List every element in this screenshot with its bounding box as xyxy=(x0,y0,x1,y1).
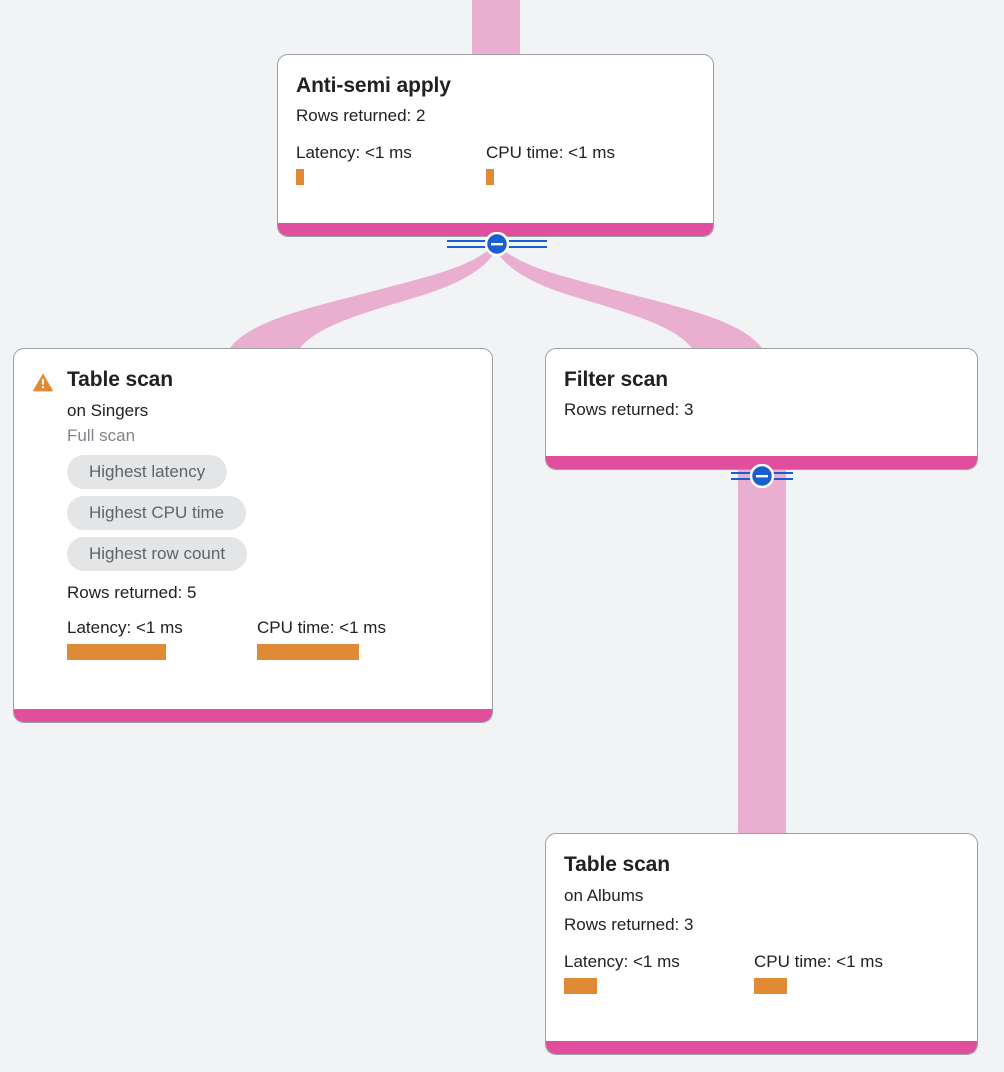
edge-root-to-filter-scan xyxy=(496,244,762,348)
plan-node-anti-semi-apply[interactable]: Anti-semi apply Rows returned: 2 Latency… xyxy=(277,54,714,237)
collapse-rail-right-2 xyxy=(505,246,547,248)
metric-cpu-time-label: CPU time: <1 ms xyxy=(257,618,386,637)
badge-highest-row-count[interactable]: Highest row count xyxy=(67,537,248,571)
collapse-rail-right xyxy=(505,240,547,242)
metric-latency-label: Latency: <1 ms xyxy=(564,952,680,971)
node-subtitle: on Singers xyxy=(67,401,149,420)
node-metrics: Latency: <1 ms CPU time: <1 ms xyxy=(67,617,474,660)
collapse-control-filter-scan[interactable] xyxy=(731,464,793,488)
metric-latency-bar xyxy=(564,978,597,994)
badge-highest-latency[interactable]: Highest latency xyxy=(67,455,228,489)
collapse-rail-right xyxy=(771,472,793,474)
node-footer-bar xyxy=(546,456,977,469)
plan-node-filter-scan[interactable]: Filter scan Rows returned: 3 xyxy=(545,348,978,470)
node-title: Table scan xyxy=(67,368,173,391)
node-rows-returned: Rows returned: 3 xyxy=(564,400,694,419)
warning-triangle-icon xyxy=(33,373,53,392)
collapse-rail-right-2 xyxy=(771,478,793,480)
collapse-control-anti-semi-apply[interactable] xyxy=(447,232,547,256)
metric-cpu-time: CPU time: <1 ms xyxy=(486,142,615,185)
node-metrics: Latency: <1 ms CPU time: <1 ms xyxy=(564,951,959,994)
minus-icon xyxy=(756,475,768,478)
metric-cpu-time-label: CPU time: <1 ms xyxy=(486,143,615,162)
collapse-rail-left-2 xyxy=(731,478,753,480)
node-body: Anti-semi apply Rows returned: 2 Latency… xyxy=(278,55,713,223)
node-badges: Highest latency Highest CPU time Highest… xyxy=(67,455,474,571)
node-footer-bar xyxy=(14,709,492,722)
node-body: Table scan on Albums Rows returned: 3 La… xyxy=(546,834,977,1041)
badge-highest-cpu-time[interactable]: Highest CPU time xyxy=(67,496,247,530)
metric-latency: Latency: <1 ms xyxy=(296,142,486,185)
metric-cpu-time: CPU time: <1 ms xyxy=(754,951,883,994)
node-footer-bar xyxy=(278,223,713,236)
metric-cpu-time: CPU time: <1 ms xyxy=(257,617,386,660)
node-subtitle: on Albums xyxy=(564,886,644,905)
metric-latency: Latency: <1 ms xyxy=(564,951,754,994)
node-header: Table scan xyxy=(32,367,474,393)
node-title: Table scan xyxy=(564,853,670,876)
node-body: Table scan on Singers Full scan Highest … xyxy=(14,349,492,709)
node-title: Anti-semi apply xyxy=(296,74,451,97)
metric-latency-bar xyxy=(296,169,304,185)
node-header: Table scan xyxy=(564,852,959,878)
node-detail: Full scan xyxy=(67,426,136,445)
edge-filter-scan-to-table-scan-albums xyxy=(738,470,786,834)
metric-cpu-time-label: CPU time: <1 ms xyxy=(754,952,883,971)
node-header: Filter scan xyxy=(564,367,959,393)
node-title: Filter scan xyxy=(564,368,668,391)
collapse-rail-left xyxy=(447,240,489,242)
metric-latency-label: Latency: <1 ms xyxy=(296,143,412,162)
node-rows-returned: Rows returned: 2 xyxy=(296,106,426,125)
metric-cpu-time-bar xyxy=(257,644,359,660)
collapse-rail-left-2 xyxy=(447,246,489,248)
metric-latency: Latency: <1 ms xyxy=(67,617,257,660)
node-header: Anti-semi apply xyxy=(296,73,695,99)
minus-icon xyxy=(491,243,503,246)
edge-root-to-table-scan-singers xyxy=(230,244,496,348)
edge-root-inbound xyxy=(472,0,520,54)
node-body: Filter scan Rows returned: 3 xyxy=(546,349,977,456)
plan-node-table-scan-singers[interactable]: Table scan on Singers Full scan Highest … xyxy=(13,348,493,723)
node-metrics: Latency: <1 ms CPU time: <1 ms xyxy=(296,142,695,185)
plan-node-table-scan-albums[interactable]: Table scan on Albums Rows returned: 3 La… xyxy=(545,833,978,1055)
metric-latency-bar xyxy=(67,644,166,660)
metric-latency-label: Latency: <1 ms xyxy=(67,618,183,637)
node-rows-returned: Rows returned: 3 xyxy=(564,915,694,934)
node-rows-returned: Rows returned: 5 xyxy=(67,583,197,602)
node-footer-bar xyxy=(546,1041,977,1054)
collapse-rail-left xyxy=(731,472,753,474)
metric-cpu-time-bar xyxy=(486,169,494,185)
metric-cpu-time-bar xyxy=(754,978,787,994)
